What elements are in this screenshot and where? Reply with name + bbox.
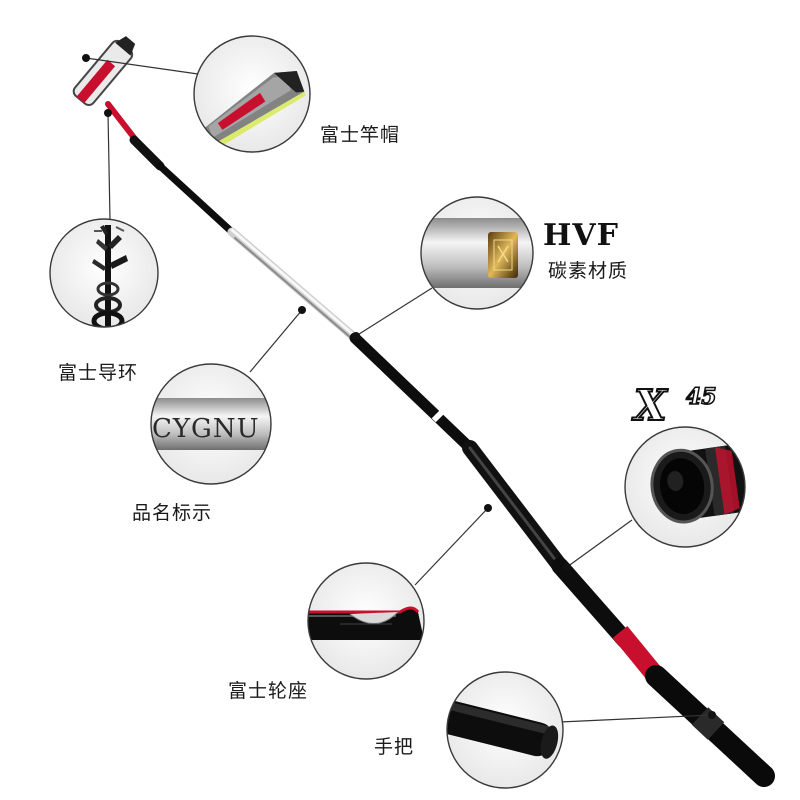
label-reel-seat: 富士轮座 [228,680,309,702]
zoom-guide-ring [49,218,159,328]
label-handle: 手把 [374,736,415,758]
zoom-reel-seat [307,562,425,680]
label-guide-ring: 富士导环 [58,362,139,384]
zoom-rod-end [624,426,746,548]
rod-name-print: CYGNU [152,414,260,444]
label-hvf: HVF [543,218,619,253]
zoom-product-name: CYGNU [150,363,272,485]
x45-logo-icon: X 45 [630,380,717,431]
leader-lines [85,57,713,723]
rod-black-mid [349,332,476,454]
leader-dots [82,54,716,719]
rod-silver-section [227,227,360,343]
svg-text:X: X [631,381,668,430]
rod-guide-joint [129,135,165,171]
label-tip-cap: 富士竿帽 [320,124,401,146]
rod-tip-cap [72,36,136,107]
rod-black-upper [156,162,236,236]
rod-black-lower [551,557,634,649]
svg-text:45: 45 [686,384,717,410]
zoom-handle [446,671,564,789]
zoom-tip-cap [193,35,311,153]
label-product-name: 品名标示 [132,502,213,524]
label-carbon-material: 碳素材质 [548,260,629,282]
zoom-hvf-carbon [420,196,534,310]
fishing-rod [72,36,775,787]
